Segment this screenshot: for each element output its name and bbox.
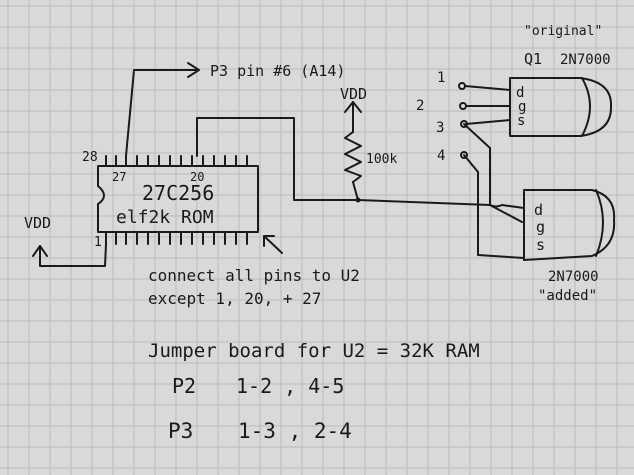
q1-designator: Q1 [524, 50, 542, 68]
pullup-resistor [344, 101, 362, 203]
q1-part: 2N7000 [560, 52, 611, 68]
jumper-pin-1-label: 1 [437, 70, 445, 86]
resistor-value: 100k [366, 152, 397, 167]
q2-g-label: g [536, 218, 545, 236]
chip-top-pins [105, 155, 248, 167]
vdd-left-label: VDD [24, 214, 51, 232]
chip-bottom-pins [105, 231, 248, 245]
q1-quote: "original" [524, 24, 602, 39]
chip-name: 27C256 [142, 181, 214, 205]
q2-s-label: s [536, 236, 545, 254]
pin-27-label: 27 [112, 170, 126, 184]
p3-pin6-label: P3 pin #6 (A14) [210, 62, 345, 80]
jumper-pins: 1 2 3 4 [416, 70, 468, 164]
p3-name: P3 [168, 419, 193, 443]
vdd-top-label: VDD [340, 85, 367, 103]
pin-1-label: 1 [94, 235, 102, 250]
q2-wiring [463, 123, 525, 259]
q2-part: 2N7000 [548, 269, 599, 285]
chip-subtitle: elf2k ROM [116, 207, 214, 228]
jumper-pin-4 [460, 151, 468, 159]
p2-name: P2 [172, 374, 196, 398]
pin-20-label: 20 [190, 170, 204, 184]
jumper-title: Jumper board for U2 = 32K RAM [148, 340, 480, 362]
jumper-pin-2-label: 2 [416, 98, 424, 114]
pin-28-label: 28 [82, 150, 98, 165]
q2-d-label: d [534, 201, 543, 219]
q1-s-label: s [517, 113, 525, 129]
pin27-wire [125, 62, 200, 157]
p3-pins: 1-3 , 2-4 [238, 419, 352, 443]
q2-transistor [523, 189, 616, 261]
jumper-pin-3-label: 3 [436, 120, 444, 136]
note-line-1: connect all pins to U2 [148, 266, 360, 285]
jumper-pin-4-label: 4 [437, 148, 445, 164]
q2-quote: "added" [538, 288, 597, 304]
q1-g-label: g [518, 99, 526, 115]
rom-chip: 27C256 elf2k ROM 28 27 20 1 [82, 150, 259, 250]
q1-transistor [464, 77, 613, 137]
p2-pins: 1-2 , 4-5 [236, 374, 344, 398]
vdd-left-wire [32, 243, 107, 267]
q1-d-label: d [516, 85, 524, 101]
note-line-2: except 1, 20, + 27 [148, 289, 321, 308]
note-arrow [263, 235, 283, 254]
